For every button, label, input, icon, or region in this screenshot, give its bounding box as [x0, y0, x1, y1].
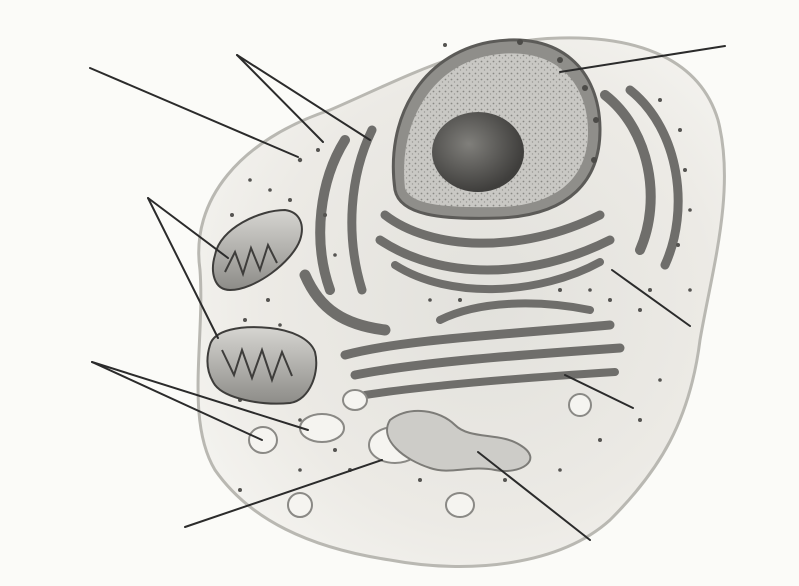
vesicle	[569, 394, 591, 416]
leader-line	[90, 68, 298, 157]
mitochondrion-lower	[207, 327, 316, 403]
vesicle	[446, 493, 474, 517]
nucleus	[393, 39, 600, 218]
lysosome	[300, 414, 344, 442]
vesicle	[343, 390, 367, 410]
vesicle	[288, 493, 312, 517]
leader-line	[237, 55, 323, 142]
nucleolus	[432, 112, 524, 192]
